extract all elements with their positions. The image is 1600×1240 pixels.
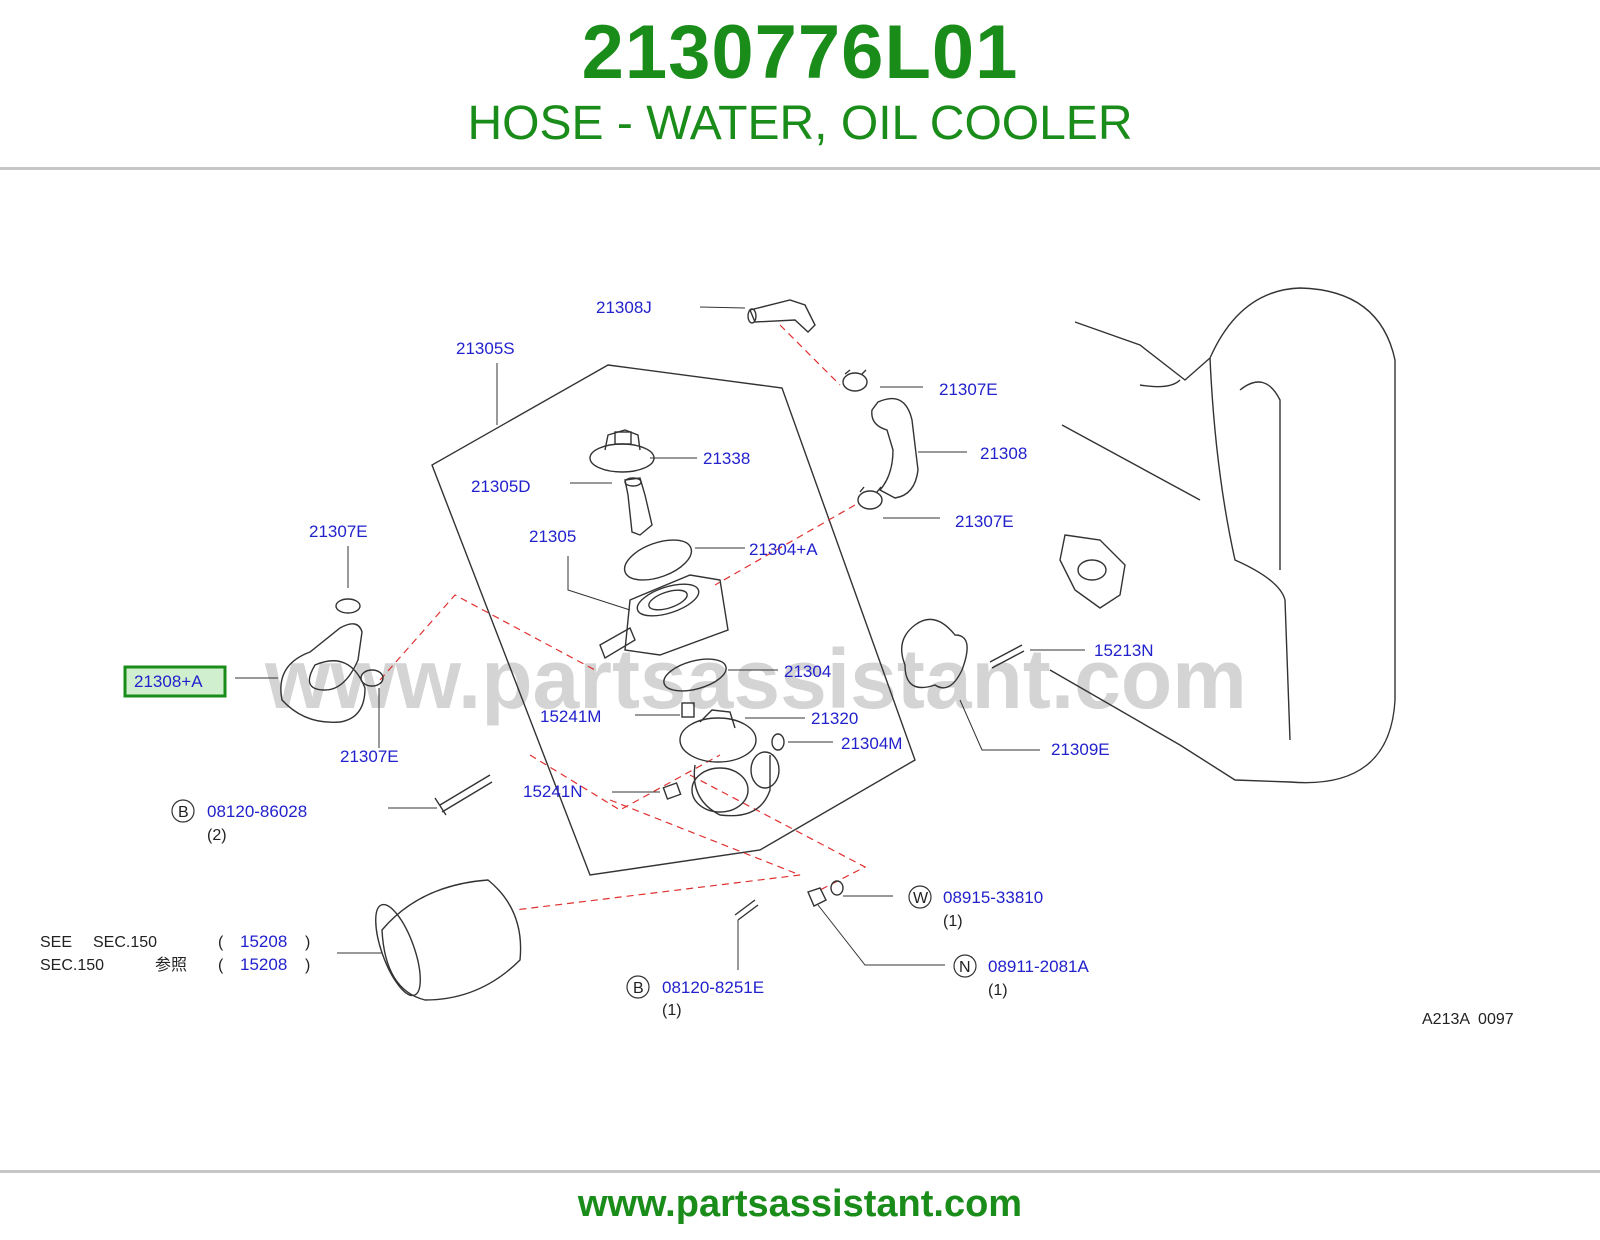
label-21309E[interactable]: 21309E <box>1051 740 1110 759</box>
see-note-close-1: ) <box>305 934 310 951</box>
assembly-lines <box>379 324 867 911</box>
water-pump <box>1059 534 1126 609</box>
label-21304[interactable]: 21304 <box>784 662 831 681</box>
label-08120-86028[interactable]: 08120-86028 <box>207 802 307 821</box>
part-21307E-clamp-right <box>857 486 883 510</box>
label-21307E-bottom[interactable]: 21307E <box>340 747 399 766</box>
part-08915-washer <box>830 880 844 896</box>
circle-b2 <box>626 975 650 999</box>
qty-08120-8251E: (1) <box>662 1002 682 1019</box>
engine-block-outline <box>1049 287 1396 784</box>
see-note-line1-b: SEC.150 <box>93 934 157 951</box>
part-15241N <box>662 782 682 800</box>
part-21307E-clamp-left <box>335 598 361 614</box>
part-21305D-valve <box>624 477 653 536</box>
watermark: www.partsassistant.com <box>264 632 1247 726</box>
diagram-code: A213A 0097 <box>1422 1011 1514 1028</box>
part-21320-housing <box>679 709 780 817</box>
qty-08911-2081A: (1) <box>988 982 1008 999</box>
part-title: HOSE - WATER, OIL COOLER <box>467 97 1133 150</box>
label-08915-33810[interactable]: 08915-33810 <box>943 888 1043 907</box>
part-21307E-clamp-top <box>842 369 868 392</box>
circle-n <box>953 954 977 978</box>
label-21304M[interactable]: 21304M <box>841 734 902 753</box>
part-21308A-hose <box>280 623 366 724</box>
footer-divider <box>0 1170 1600 1173</box>
label-21307E-left[interactable]: 21307E <box>309 522 368 541</box>
part-21304M-ring <box>771 733 785 751</box>
circle-b1 <box>171 799 195 823</box>
part-21309E-gasket <box>901 618 968 689</box>
part-21304-gasket <box>663 658 727 692</box>
highlight-21308A[interactable] <box>123 665 227 698</box>
label-15208-b[interactable]: 15208 <box>240 955 287 974</box>
label-21307E-right[interactable]: 21307E <box>955 512 1014 531</box>
leader-lines <box>235 306 1085 970</box>
footer-url[interactable]: www.partsassistant.com <box>577 1183 1023 1225</box>
see-note-line1-a: SEE <box>40 934 72 951</box>
part-21308-hose <box>871 397 919 499</box>
part-21338-cap <box>589 429 655 473</box>
diagram-canvas: www.partsassistant.com <box>40 287 1514 1028</box>
part-15208-oil-filter <box>375 879 522 1001</box>
part-21304A-ring <box>623 539 693 581</box>
assembly-frame <box>431 364 916 876</box>
label-21304A[interactable]: 21304+A <box>749 540 818 559</box>
see-note-line2-b: 参照 <box>155 956 187 974</box>
see-note-close-2: ) <box>305 957 310 974</box>
circle-n-letter: N <box>959 959 971 976</box>
part-15213N-stud <box>989 644 1025 669</box>
circle-w-letter: W <box>913 890 929 907</box>
part-21308J-fitting <box>747 299 816 333</box>
label-21305[interactable]: 21305 <box>529 527 576 546</box>
label-21320[interactable]: 21320 <box>811 709 858 728</box>
label-21305S[interactable]: 21305S <box>456 339 515 358</box>
part-21307E-clamp-bottom <box>360 669 384 687</box>
label-15241M[interactable]: 15241M <box>540 707 601 726</box>
see-note-open-2: ( <box>218 957 224 974</box>
part-08120-8251E-bolt <box>734 899 759 921</box>
circle-w <box>908 885 932 909</box>
part-08120-86028-bolt <box>434 774 493 816</box>
label-21308[interactable]: 21308 <box>980 444 1027 463</box>
part-number: 2130776L01 <box>581 10 1019 95</box>
label-21308A[interactable]: 21308+A <box>134 672 203 691</box>
label-21308J[interactable]: 21308J <box>596 298 652 317</box>
header: 2130776L01 HOSE - WATER, OIL COOLER <box>0 0 1600 170</box>
label-08911-2081A[interactable]: 08911-2081A <box>988 957 1089 976</box>
label-21307E-top[interactable]: 21307E <box>939 380 998 399</box>
part-08911-nut <box>807 887 827 907</box>
see-note-open-1: ( <box>218 934 224 951</box>
header-divider <box>0 167 1600 170</box>
label-15213N[interactable]: 15213N <box>1094 641 1154 660</box>
part-15241M <box>681 702 695 718</box>
label-15208-a[interactable]: 15208 <box>240 932 287 951</box>
circle-b2-letter: B <box>633 980 644 997</box>
see-note-line2-a: SEC.150 <box>40 957 104 974</box>
label-21305D[interactable]: 21305D <box>471 477 531 496</box>
circle-b1-letter: B <box>178 804 189 821</box>
qty-08915-33810: (1) <box>943 913 963 930</box>
part-21305-oil-cooler <box>599 574 729 660</box>
label-08120-8251E[interactable]: 08120-8251E <box>662 978 764 997</box>
label-15241N[interactable]: 15241N <box>523 782 583 801</box>
label-21338[interactable]: 21338 <box>703 449 750 468</box>
parts-diagram: www.partsassistant.com <box>0 270 1600 1070</box>
qty-08120-86028: (2) <box>207 827 227 844</box>
